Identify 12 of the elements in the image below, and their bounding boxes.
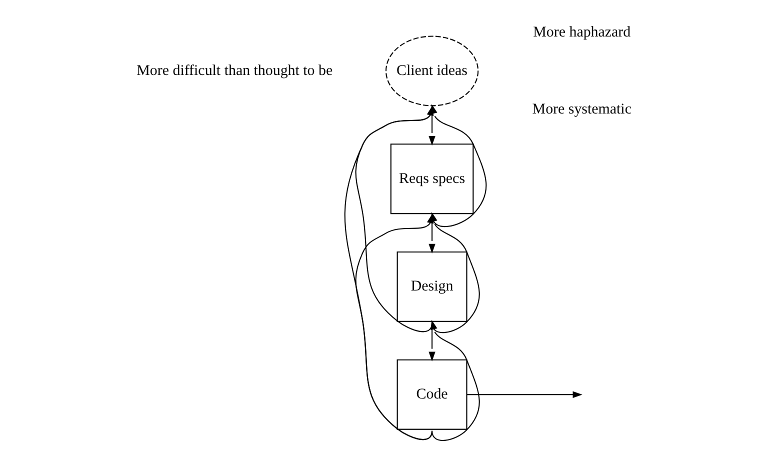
arrow (355, 213, 434, 440)
node-box: Design (396, 250, 468, 322)
arrow (467, 390, 582, 398)
label: More haphazard (533, 24, 631, 40)
node-box: Reqs specs (390, 143, 474, 214)
node-ellipse: Client ideas (385, 35, 479, 106)
label: More systematic (532, 100, 632, 117)
arrow (355, 105, 434, 332)
arrow (344, 105, 434, 440)
label: More difficult than thought to be (136, 62, 333, 78)
node-box: Code (396, 358, 468, 430)
arrow (430, 319, 480, 440)
